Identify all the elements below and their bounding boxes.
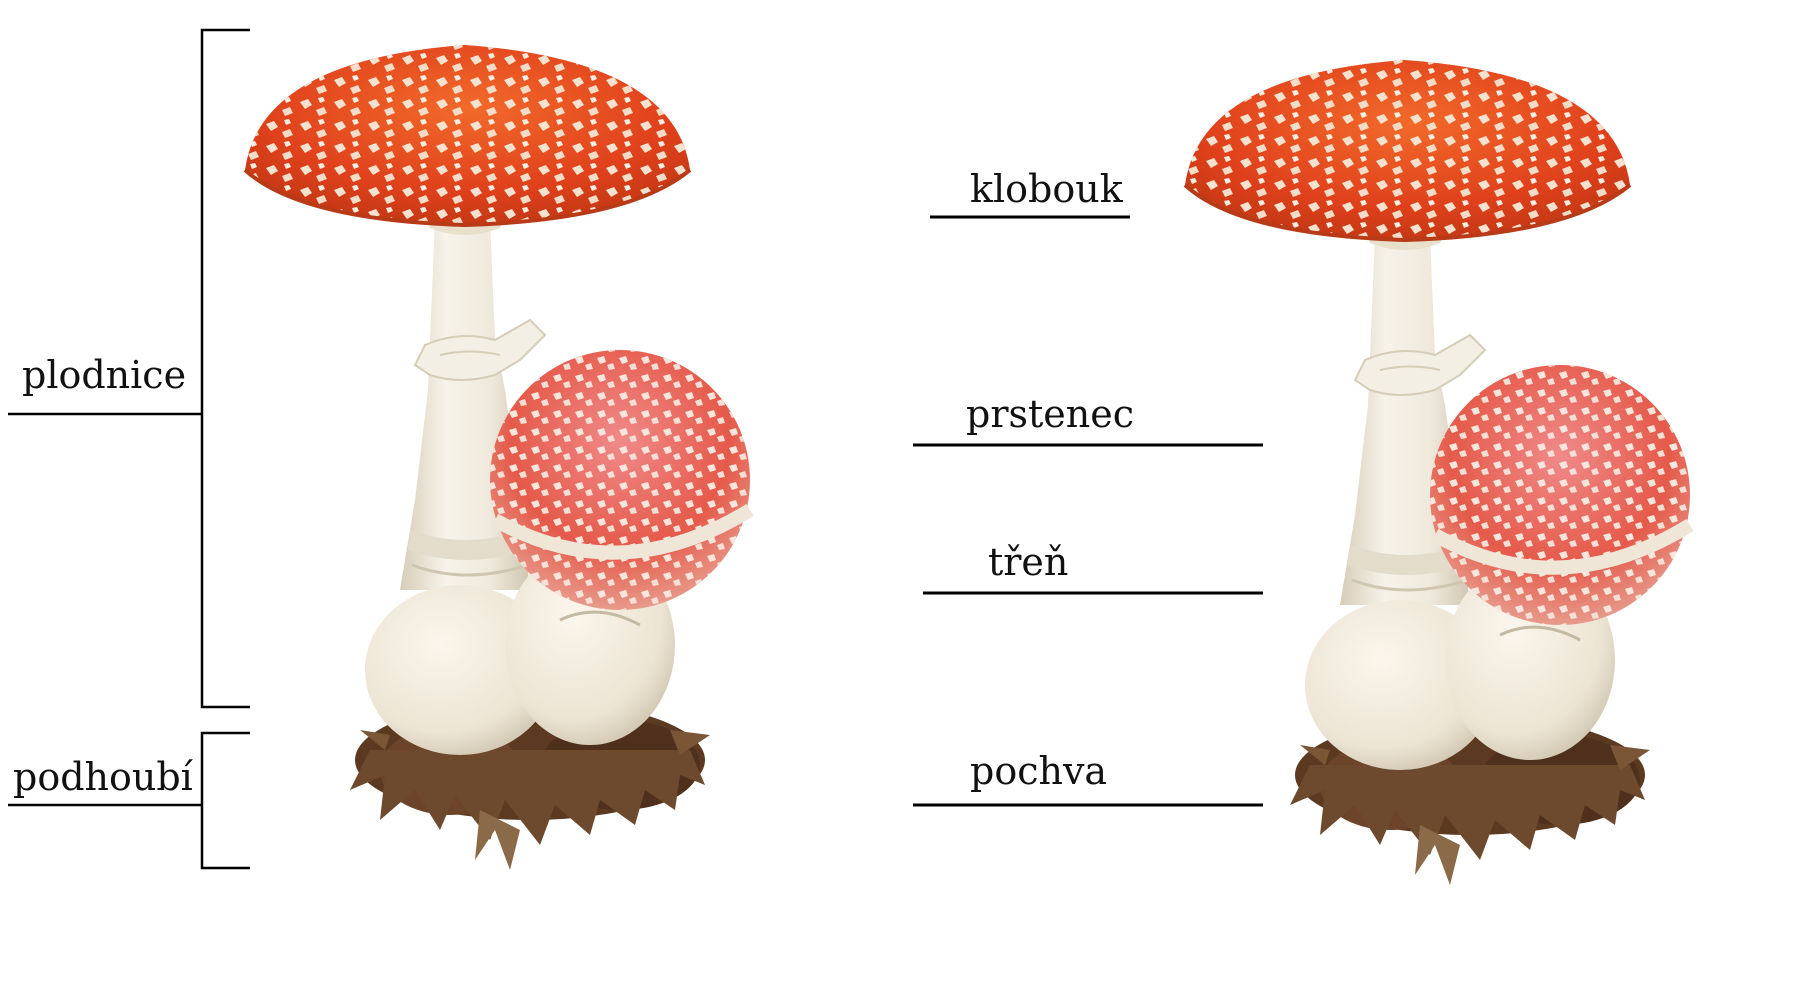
label-klobouk: klobouk bbox=[970, 170, 1123, 208]
label-plodnice: plodnice bbox=[22, 356, 186, 394]
podhoubi-bracket bbox=[8, 733, 250, 868]
left-mushroom-illustration bbox=[245, 45, 750, 870]
label-podhoubi: podhoubí bbox=[13, 758, 193, 796]
label-pochva: pochva bbox=[970, 752, 1107, 790]
middle-label-lines bbox=[913, 217, 1263, 805]
label-prstenec: prstenec bbox=[966, 395, 1134, 433]
label-tren: třeň bbox=[988, 543, 1068, 581]
right-mushroom-illustration bbox=[1185, 60, 1690, 885]
